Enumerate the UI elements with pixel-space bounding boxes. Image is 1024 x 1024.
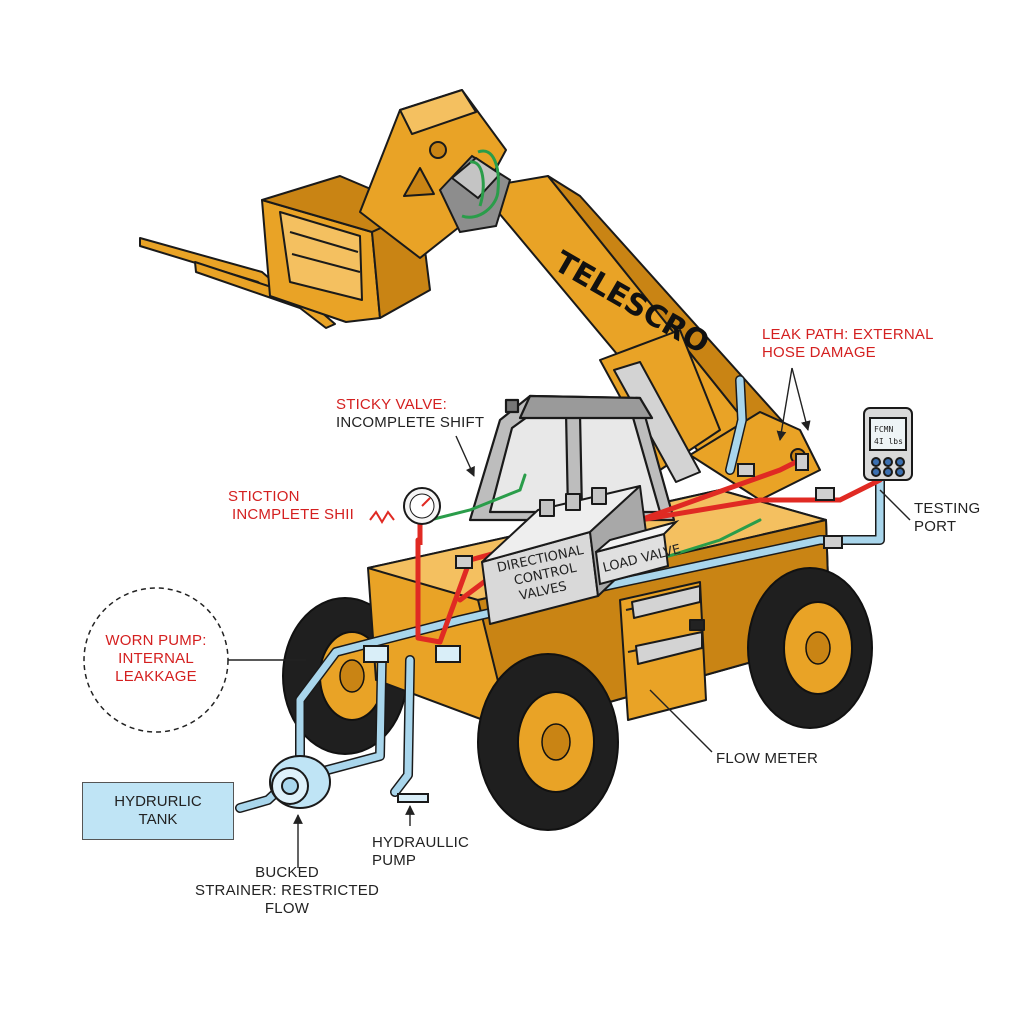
pump-outlet-flange xyxy=(363,645,461,803)
load-valve xyxy=(594,520,680,586)
blocked-strainer-callout: BUCKED STRAINER: RESTRICTED FLOW xyxy=(194,864,379,917)
boom-head-cylinder xyxy=(438,149,512,234)
hydraulic-tank: HYDRURLIC TANK xyxy=(82,782,234,840)
stiction-callout: STICTION INCMPLETE SHII xyxy=(228,488,354,523)
leak-path-callout: LEAK PATH: EXTERNAL HOSE DAMAGE xyxy=(762,326,934,361)
flow-meter-device xyxy=(863,407,913,481)
flow-meter-callout: FLOW METER xyxy=(716,750,818,767)
hose-fittings xyxy=(455,453,843,569)
meter-screen-line2: 4I lbs xyxy=(874,437,903,446)
pressure-gauge xyxy=(403,487,441,545)
sticky-valve-callout: STICKY VALVE: INCOMPLETE SHIFT xyxy=(336,396,485,431)
hydraulic-pump xyxy=(269,755,331,809)
stiction-zigzag xyxy=(369,510,395,524)
hydraulic-pump-callout: HYDRAULLIC PUMP xyxy=(372,834,470,869)
meter-screen-line1: FCMN xyxy=(874,425,893,434)
worn-pump-callout: WORN PUMP: INTERNAL LEAKKAGE xyxy=(105,632,207,685)
front-right-wheel xyxy=(747,567,873,729)
directional-control-valves xyxy=(481,485,649,625)
leader-lines xyxy=(228,367,911,868)
front-left-wheel xyxy=(477,653,619,831)
testing-port-callout: TESTING PORT xyxy=(914,500,981,535)
